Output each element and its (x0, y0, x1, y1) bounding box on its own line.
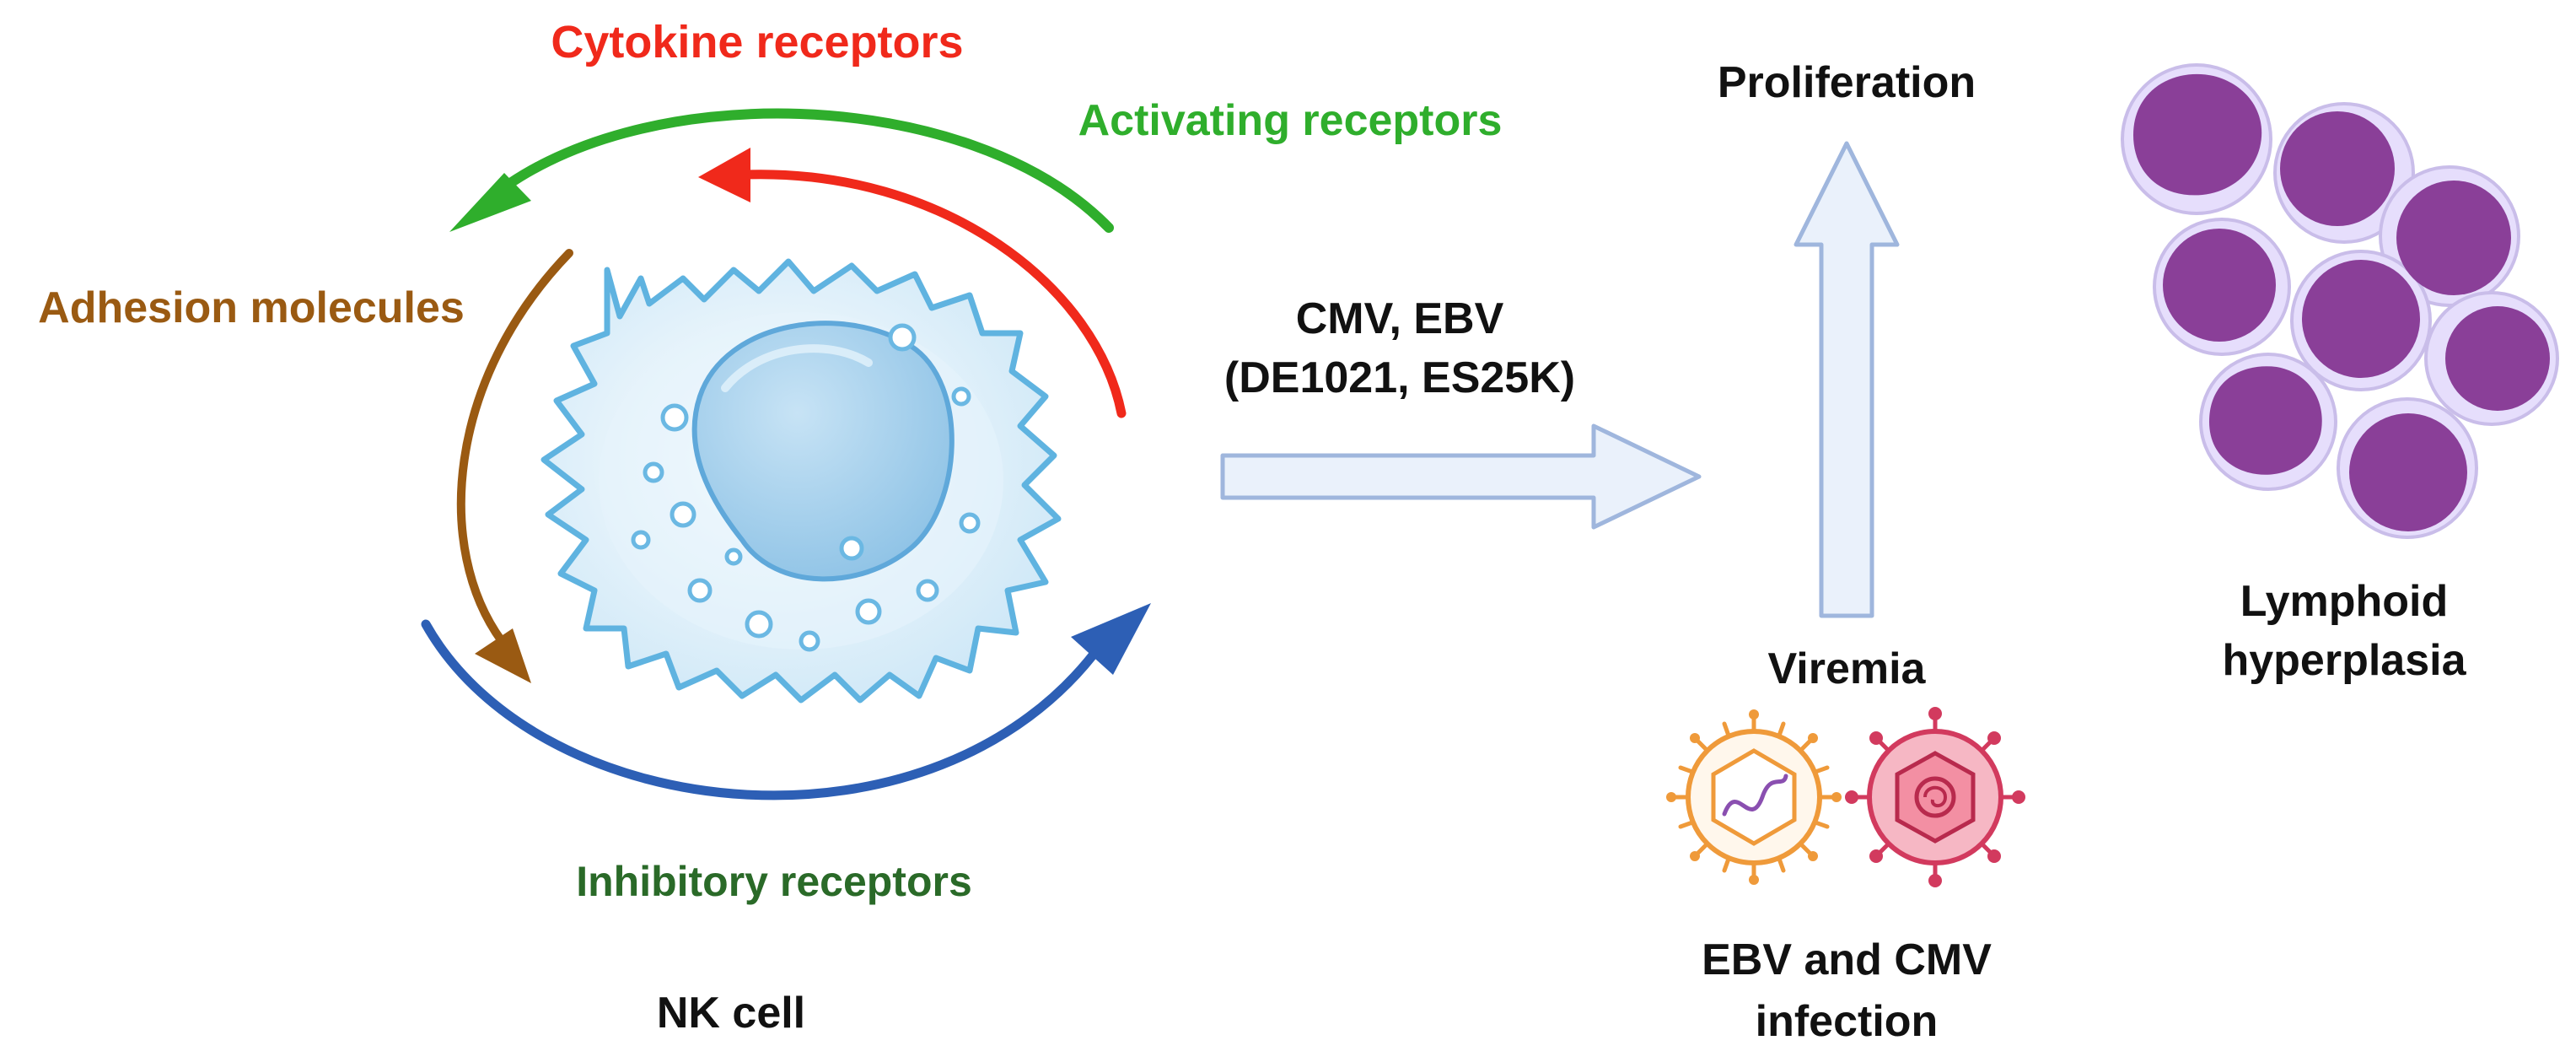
lymphoid-label-line1: Lymphoid (2240, 577, 2449, 626)
up-block-arrow (1794, 141, 1900, 618)
infection-label-line2: infection (1756, 997, 1939, 1046)
cytokine-arrow-head (698, 148, 750, 202)
right-block-arrow (1220, 423, 1702, 530)
cmv-virus-icon (1845, 707, 2025, 887)
adhesion-molecules-label: Adhesion molecules (38, 283, 465, 332)
ebv-virus-icon (1666, 709, 1842, 885)
inhibitory-arrow-arc (421, 619, 1105, 801)
nk-cell-label: NK cell (657, 989, 805, 1038)
viremia-label: Viremia (1768, 644, 1927, 693)
nk-cell-illustration (540, 258, 1062, 704)
activating-receptors-label: Activating receptors (1078, 96, 1503, 145)
activating-arrow-head (449, 173, 531, 232)
virus-strains-line1: CMV, EBV (1296, 294, 1504, 343)
infection-label-line1: EBV and CMV (1702, 935, 1992, 984)
nk-cell-nucleus (691, 321, 955, 582)
inhibitory-receptors-label: Inhibitory receptors (576, 858, 972, 905)
receptor-arrows (421, 108, 1151, 801)
adhesion-arrow-head (475, 628, 531, 683)
proliferation-label: Proliferation (1718, 58, 1976, 107)
cytokine-arrow-arc (741, 170, 1127, 418)
cytokine-receptors-label: Cytokine receptors (551, 17, 963, 67)
inhibitory-arrow-head (1071, 603, 1151, 675)
lymphoid-cells-illustration (2121, 63, 2559, 539)
adhesion-arrow-arc (456, 249, 573, 645)
activating-arrow-arc (480, 108, 1114, 233)
diagram-labels: Cytokine receptors Activating receptors … (38, 17, 2466, 1046)
lymphoid-label-line2: hyperplasia (2222, 636, 2466, 685)
virus-strains-line2: (DE1021, ES25K) (1224, 353, 1575, 402)
